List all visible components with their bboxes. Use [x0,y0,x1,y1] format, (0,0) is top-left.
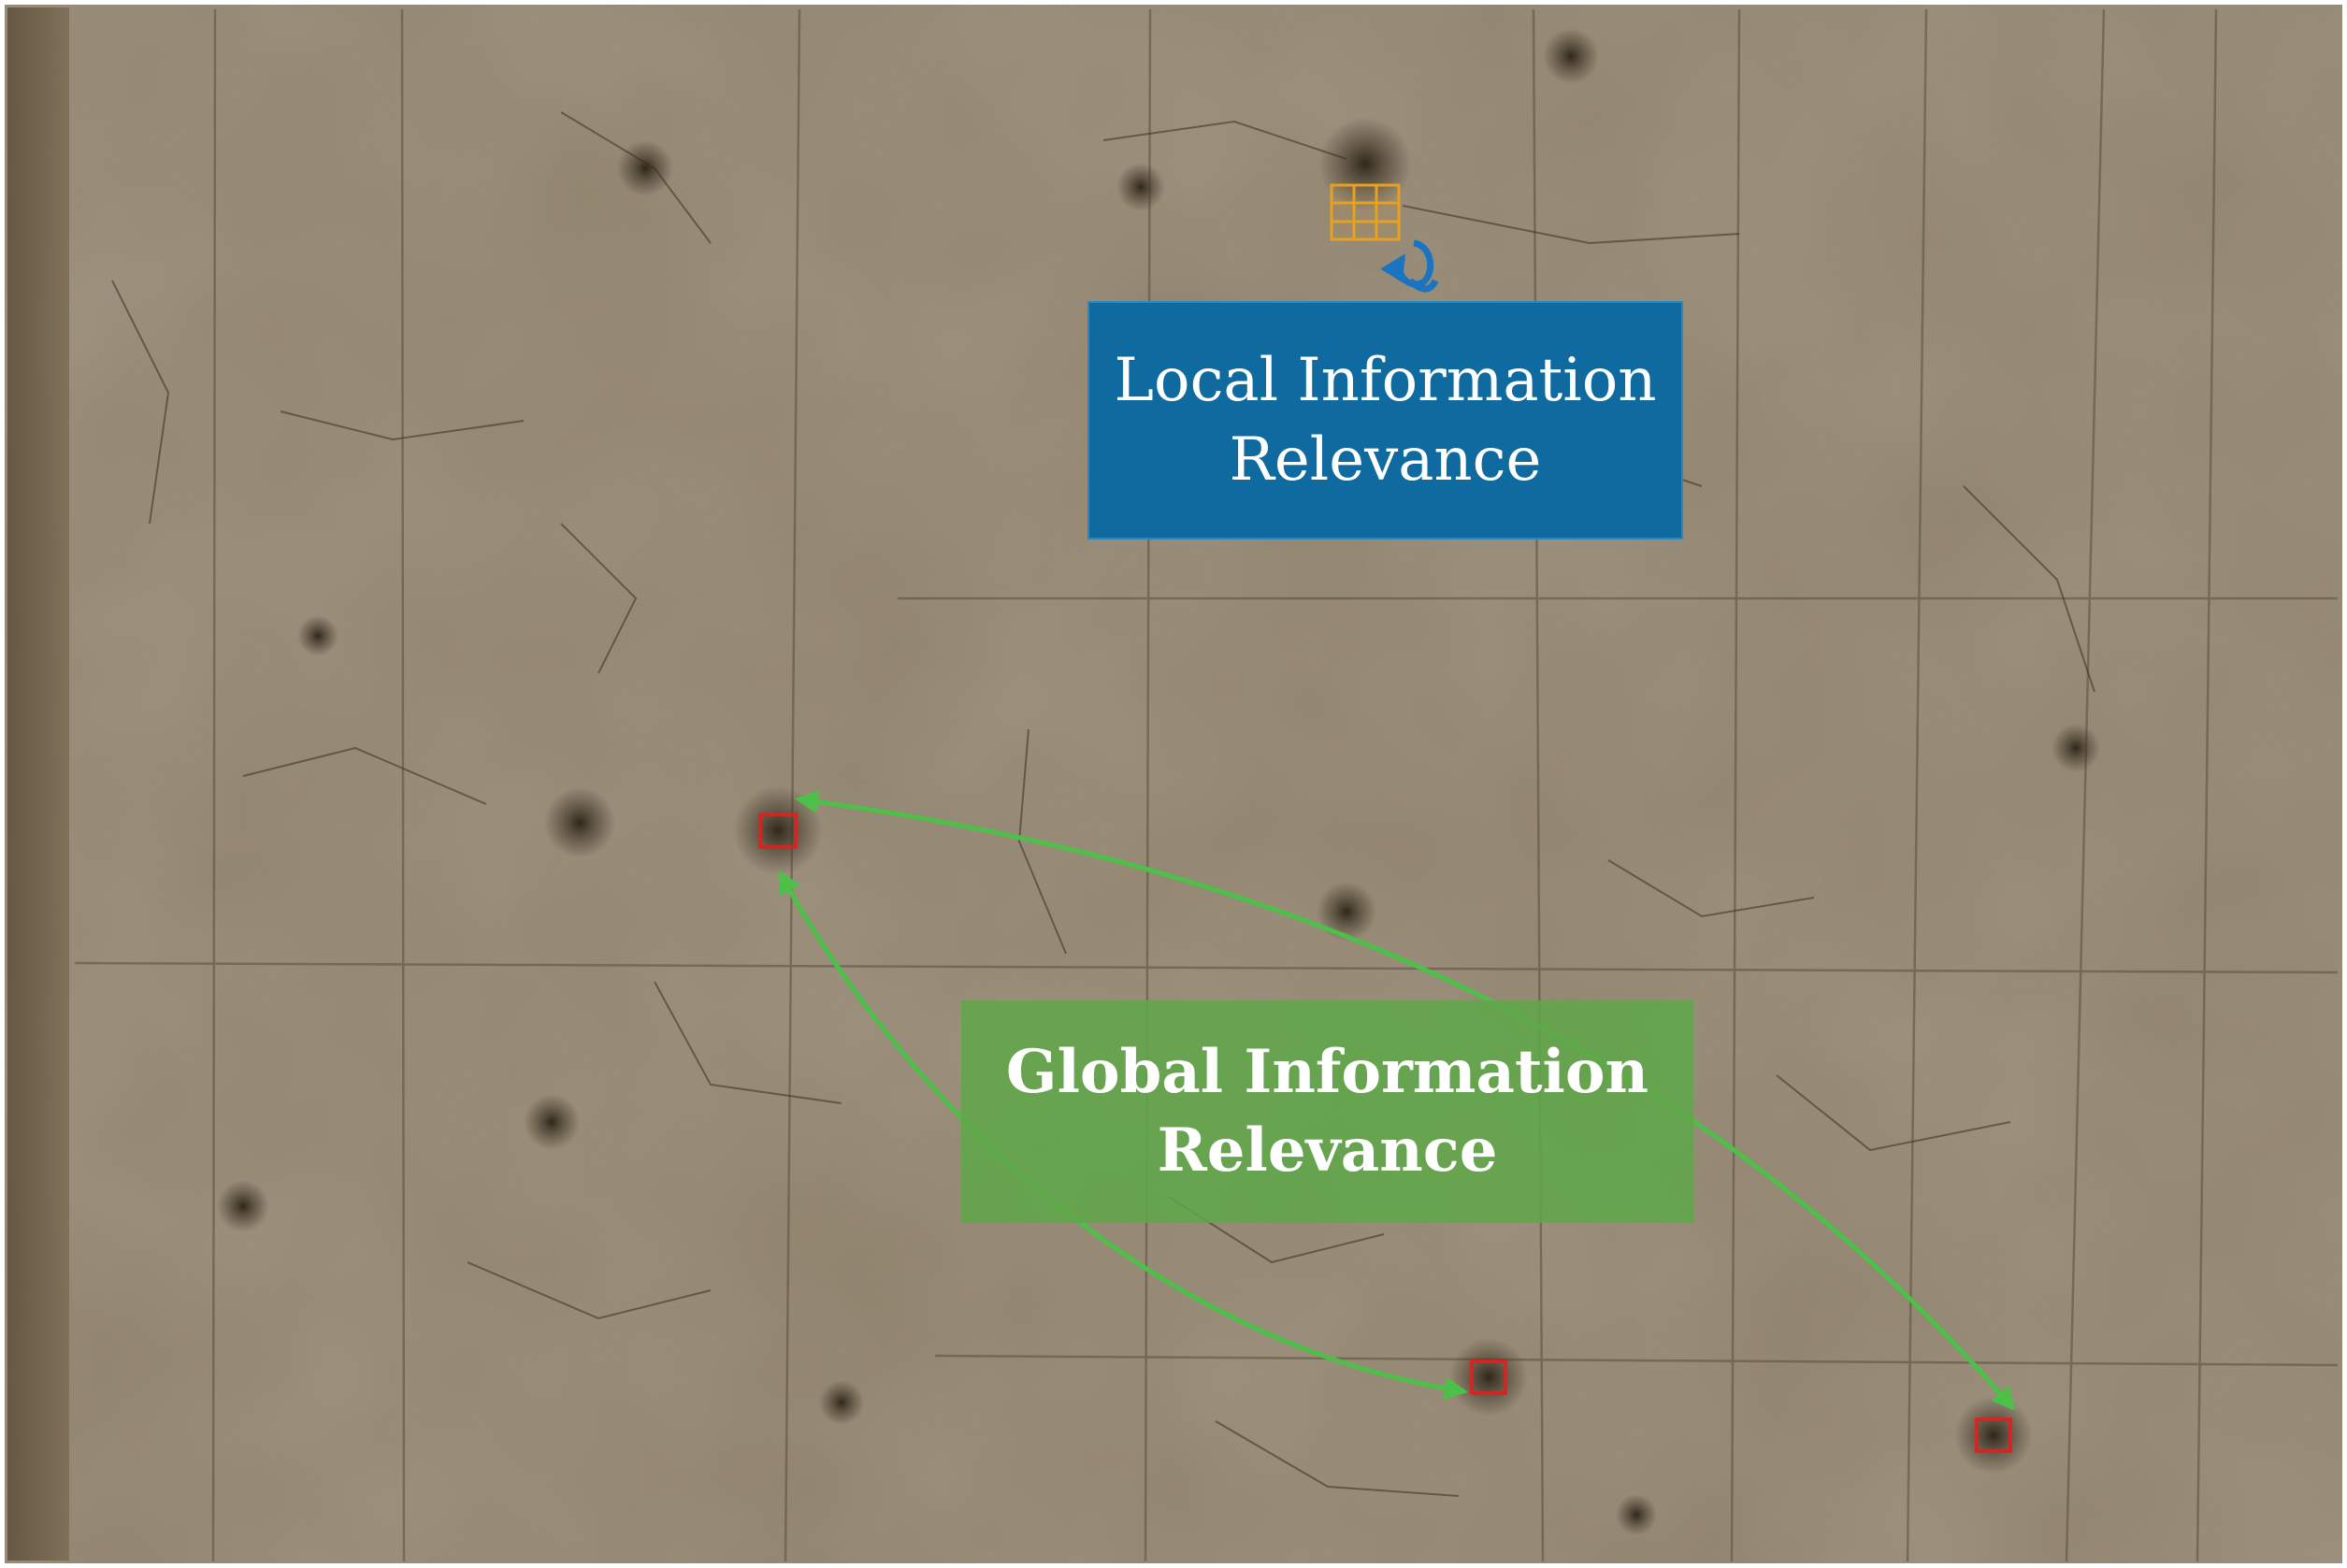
local-curved-arrow-icon [1380,239,1439,293]
local-label-line-1: Local Information [1114,346,1657,416]
defect-box-right [1975,1417,2012,1453]
global-information-relevance-label: Global Information Relevance [961,1000,1693,1223]
local-information-relevance-label: Local Information Relevance [1087,301,1683,539]
defect-box-left [758,813,798,849]
defect-box-middle [1470,1359,1507,1395]
local-label-line-2: Relevance [1229,424,1542,495]
defect-boxes [758,813,2012,1453]
global-label-line-1: Global Information [1005,1036,1649,1107]
local-patch-grid-icon [1330,183,1401,241]
global-label-line-2: Relevance [1157,1115,1498,1186]
